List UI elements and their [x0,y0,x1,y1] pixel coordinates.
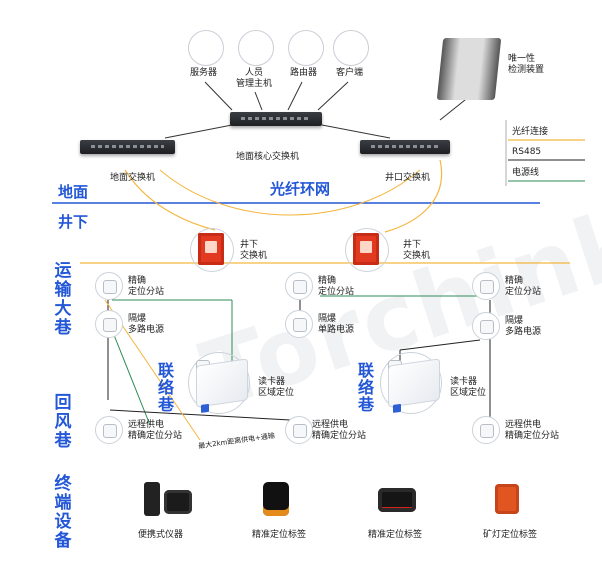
underground-switch-left [198,233,224,265]
precise-substation-left-icon [95,272,123,300]
remote-station-left-icon [95,416,123,444]
single-power-mid-label: 隔爆 单路电源 [318,314,355,335]
remote-station-mid-icon [285,416,313,444]
lamp-tag-label: 矿灯定位标签 [483,530,538,540]
underground-switch-right [353,233,379,265]
reader-right-label: 读卡器 区域定位 [450,377,487,398]
precise-substation-right-label: 精确 定位分站 [505,276,542,297]
underground-switch-left-label: 井下 交换机 [240,240,268,261]
multi-power-left-icon [95,310,123,338]
portable-label: 便携式仪器 [138,530,184,540]
remote-station-right-label: 远程供电 精确定位分站 [505,420,560,441]
single-power-mid-icon [285,310,313,338]
router-label: 路由器 [290,68,318,78]
ground-switch [80,140,175,154]
link-lane-right-label: 联络巷 [358,361,375,414]
fiber-ring-label: 光纤环网 [270,180,331,198]
server-icon [188,30,224,66]
precise-substation-right-icon [472,272,500,300]
shaft-switch [360,140,450,154]
underground-label: 井下 [58,213,89,231]
management-host-icon [238,30,274,66]
reader-left-label: 读卡器 区域定位 [258,377,295,398]
multi-power-right-icon [472,312,500,340]
remote-station-mid-label: 远程供电 精确定位分站 [312,420,367,441]
ground-switch-label: 地面交换机 [110,173,156,183]
remote-station-left-label: 远程供电 精确定位分站 [128,420,183,441]
multi-power-right-label: 隔爆 多路电源 [505,316,542,337]
core-switch-label: 地面核心交换机 [236,152,300,162]
terminals-label: 终端设备 [54,474,72,551]
underground-switch-right-label: 井下 交换机 [403,240,431,261]
precise-substation-mid-icon [285,272,313,300]
lamp-tag-icon [495,484,519,514]
unique-detector-icon [436,38,502,100]
precise-tag-icon [263,482,289,516]
precise-tag-label: 精准定位标签 [252,530,307,540]
portable-device-icon [144,482,160,516]
portable-device-case-icon [164,490,192,514]
management-host-label: 人员 管理主机 [236,68,273,89]
remote-station-right-icon [472,416,500,444]
legend-rs485: RS485 [512,147,542,157]
precise-substation-left-label: 精确 定位分站 [128,276,165,297]
surface-label: 地面 [58,183,89,201]
client-icon [333,30,369,66]
precise-substation-mid-label: 精确 定位分站 [318,276,355,297]
link-lane-left-label: 联络巷 [158,361,175,414]
return-air-label: 回风巷 [54,393,72,451]
precise-tag-2-icon [378,488,416,512]
multi-power-left-label: 隔爆 多路电源 [128,314,165,335]
router-icon [288,30,324,66]
server-label: 服务器 [190,68,218,78]
legend-fiber: 光纤连接 [512,127,549,137]
unique-detector-label: 唯一性 检测装置 [508,54,545,75]
reader-left [196,358,248,408]
transport-lane-label: 运输大巷 [54,261,72,338]
precise-tag-2-label: 精准定位标签 [368,530,423,540]
client-label: 客户端 [336,68,364,78]
reader-right [388,358,440,408]
shaft-switch-label: 井口交换机 [385,173,431,183]
legend-power: 电源线 [512,168,540,178]
core-switch [230,112,322,126]
